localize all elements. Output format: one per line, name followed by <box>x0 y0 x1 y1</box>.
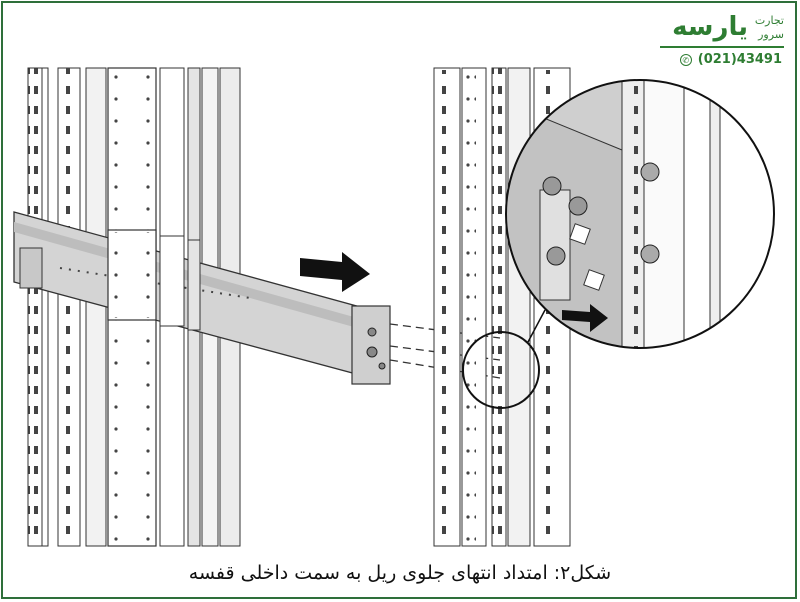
phone-text: (021)43491 <box>697 52 782 67</box>
logo-divider <box>660 46 784 48</box>
callout-small-circle <box>462 331 540 409</box>
phone-number: ✆ (021)43491 <box>679 52 782 67</box>
callout-connector <box>527 309 546 343</box>
phone-icon: ✆ <box>679 53 692 66</box>
left-rack-posts-front <box>107 229 201 331</box>
brand-tagline-top: تجارت <box>754 14 784 27</box>
brand-logo: یارسه تجارت سرور ✆ (021)43491 <box>654 10 786 68</box>
direction-arrow <box>300 252 370 292</box>
brand-name: یارسه <box>672 12 749 42</box>
figure-caption: شکل۲: امتداد انتهای جلوی ریل به سمت داخل… <box>188 562 612 584</box>
brand-tagline-bottom: سرور <box>758 28 784 41</box>
zoom-detail <box>505 79 775 349</box>
